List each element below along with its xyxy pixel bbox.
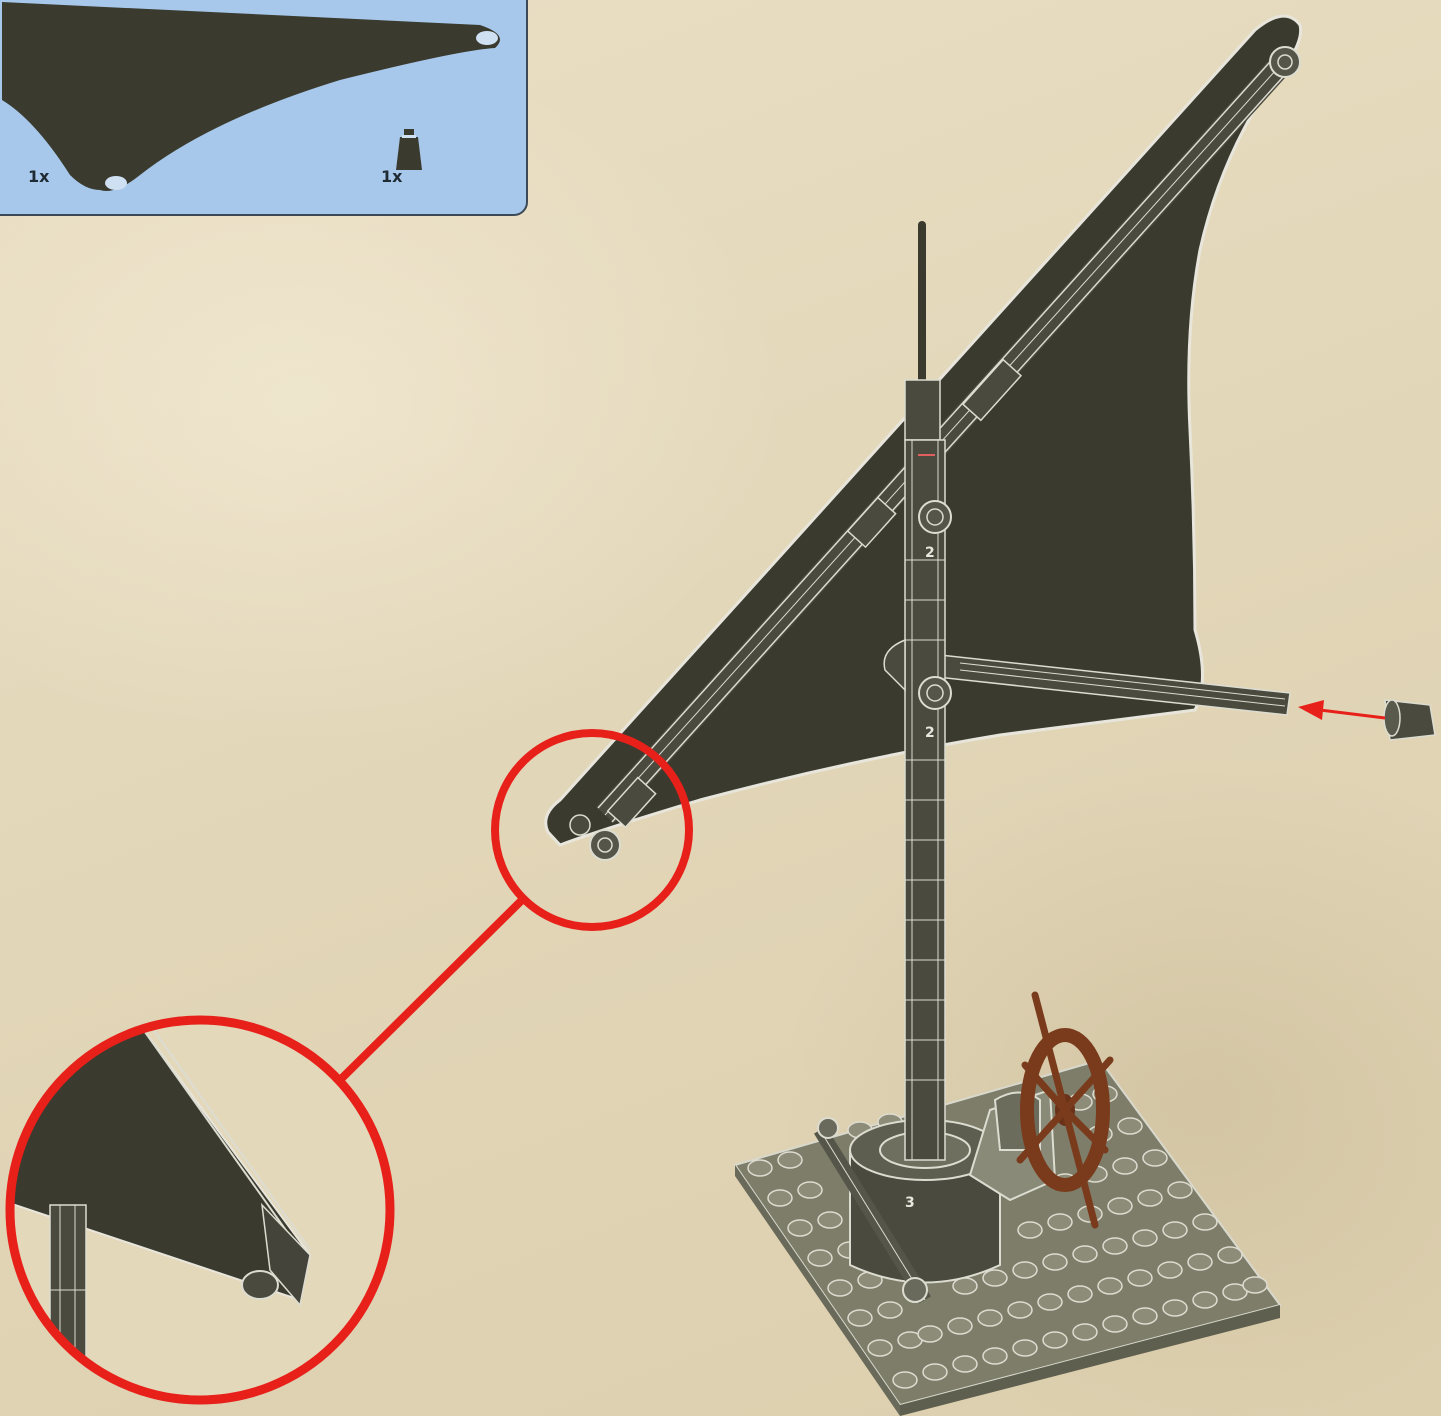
sail-quantity-label: 1x [28, 167, 49, 186]
parts-list-illustrations [0, 0, 530, 218]
sail-part-icon [2, 2, 500, 191]
cone-part-icon [396, 129, 422, 170]
zoom-detail [0, 1010, 400, 1415]
mast-mark: 2 [925, 725, 935, 741]
cone-quantity-label: 1x [381, 167, 402, 186]
sail-hole-icon [476, 31, 498, 45]
assembly-arrow [1298, 700, 1385, 720]
cone-part [1384, 700, 1435, 740]
mast-mark: 3 [905, 1195, 915, 1211]
sail-hole-icon [105, 176, 127, 190]
mast-mark: 2 [925, 545, 935, 561]
parts-list-panel: 1x 1x [0, 0, 528, 216]
